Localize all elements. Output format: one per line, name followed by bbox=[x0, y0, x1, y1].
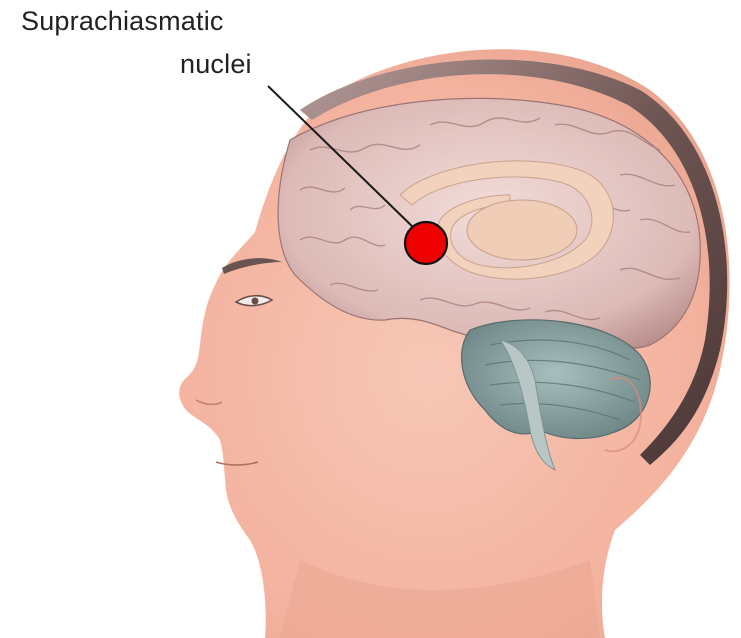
thalamus bbox=[467, 200, 577, 260]
iris bbox=[252, 298, 259, 305]
label-nuclei: nuclei bbox=[180, 49, 252, 80]
scn-marker-dot bbox=[405, 222, 447, 264]
label-suprachiasmatic: Suprachiasmatic bbox=[21, 6, 224, 37]
